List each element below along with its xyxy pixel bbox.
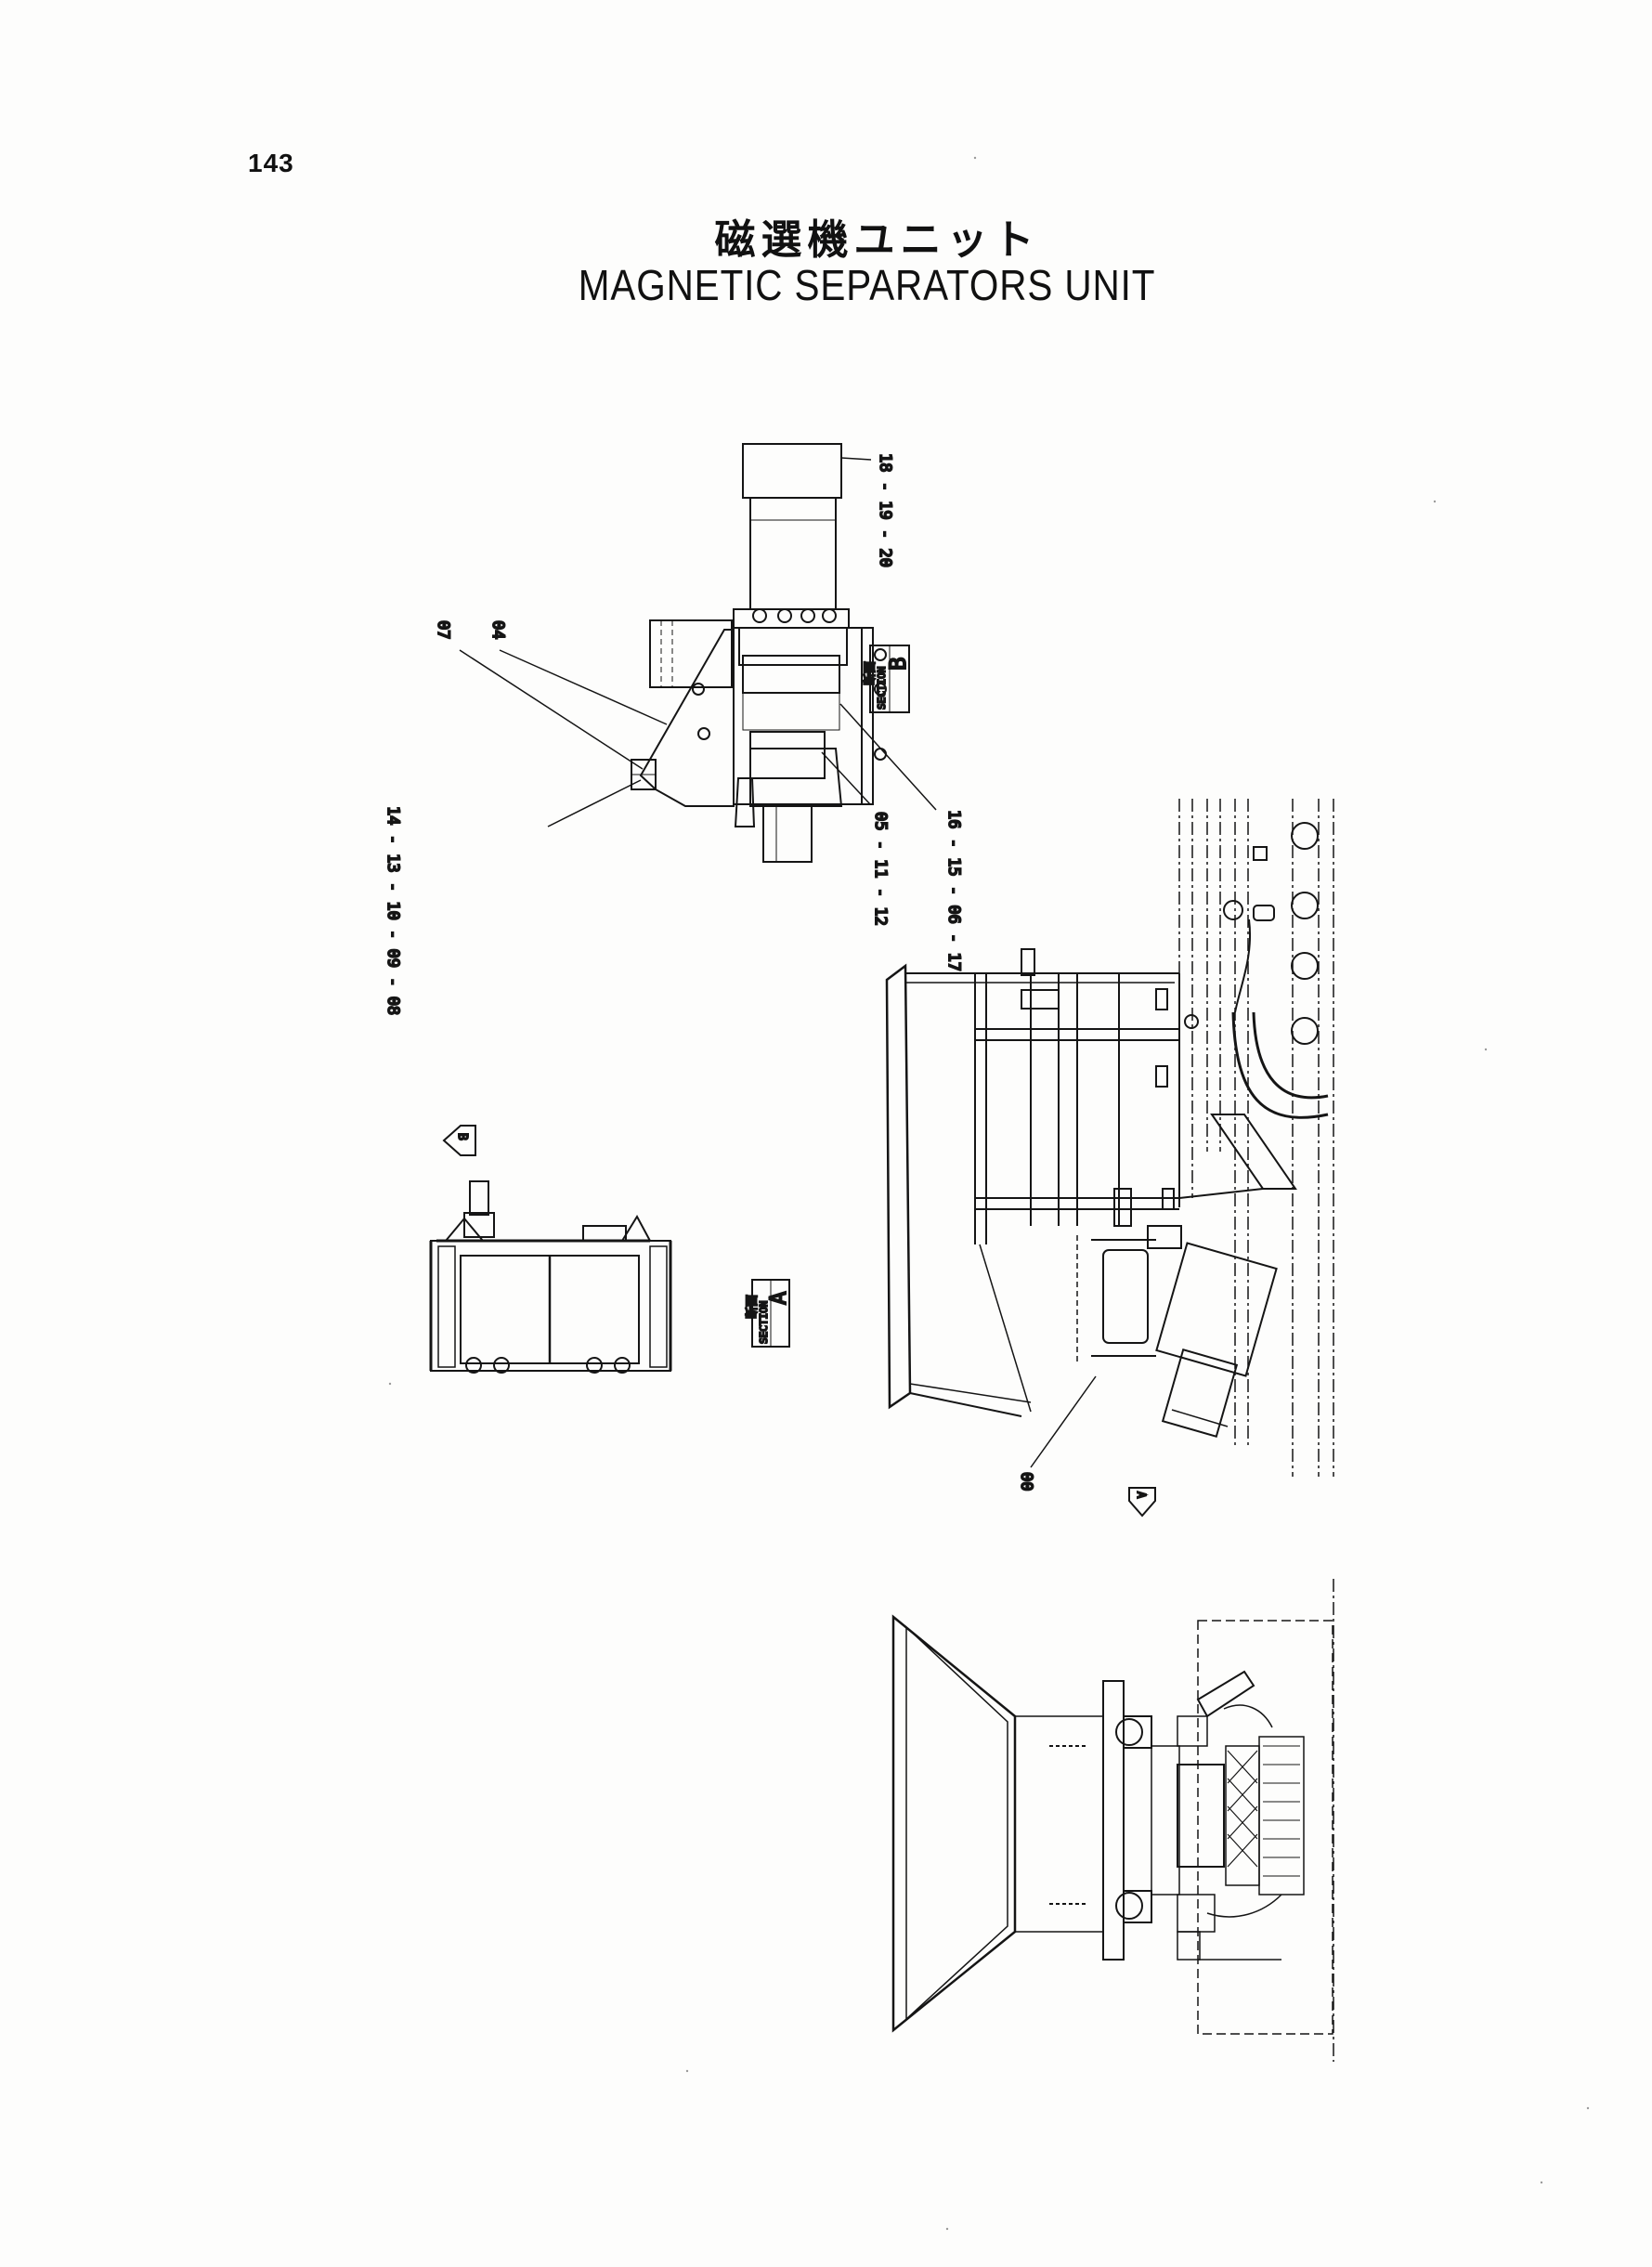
view-arrow-b <box>442 1125 476 1156</box>
hose <box>1231 1011 1329 1119</box>
separator-drum <box>1102 1249 1149 1344</box>
section-a-label-word: SECTION <box>758 1301 770 1344</box>
callout-shaft-group: 05 - 11 - 12 <box>871 812 890 926</box>
callout-motor: 18 - 19 - 20 <box>876 453 894 567</box>
drive-shaft <box>762 803 813 863</box>
roller-cone <box>749 748 843 807</box>
bottom-hopper <box>891 1614 1017 2033</box>
view-arrow-b-letter: B <box>455 1133 469 1140</box>
section-b-label-letter: B <box>885 658 911 671</box>
hopper-outline <box>885 963 912 1410</box>
page-title-japanese: 磁選機ユニット <box>714 216 1040 264</box>
mounting-plate <box>649 619 733 688</box>
section-a-label-letter: A <box>765 1291 791 1305</box>
callout-00: 00 <box>1017 1472 1035 1491</box>
callout-bearing-group: 16 - 15 - 06 - 17 <box>944 810 963 971</box>
mounting-frame <box>1102 1680 1125 1961</box>
callout-bolt-group: 14 - 13 - 10 - 09 - 08 <box>384 806 402 1015</box>
callout-07: 07 <box>434 620 452 639</box>
motor-stub <box>469 1180 489 1216</box>
motor-body <box>749 497 837 610</box>
section-b-label-word: SECTION <box>876 667 888 710</box>
callout-04: 04 <box>488 620 507 639</box>
discharge-chute <box>1210 1114 1297 1190</box>
motor-cap <box>742 443 842 499</box>
section-b-label-kanji: 断面 <box>864 661 878 685</box>
magnet-head <box>1155 1242 1278 1377</box>
section-a-label-kanji: 断面 <box>746 1295 760 1319</box>
bottom-view-assembly <box>891 1579 1334 2062</box>
page-number: 143 <box>248 149 294 177</box>
view-arrow-a <box>1128 1487 1156 1518</box>
section-a-detail: B SECTION 断面 A <box>429 1125 792 1374</box>
side-view-assembly: 00 A <box>885 799 1334 1518</box>
side-frame <box>861 627 874 805</box>
view-arrow-a-letter: A <box>1135 1492 1148 1499</box>
section-b-detail: SECTION 断面 B 18 - 19 - 20 07 04 14 - 13 … <box>383 443 964 1016</box>
scan-specks <box>388 156 1590 2231</box>
bottom-drum <box>1177 1764 1225 1868</box>
page-title-english: MAGNETIC SEPARATORS UNIT <box>578 261 1156 309</box>
shaft-collar <box>749 731 826 779</box>
coupling <box>738 627 848 666</box>
clearance-envelope <box>1197 1620 1333 2035</box>
roller-left <box>460 1255 551 1364</box>
roller-right <box>549 1255 640 1364</box>
